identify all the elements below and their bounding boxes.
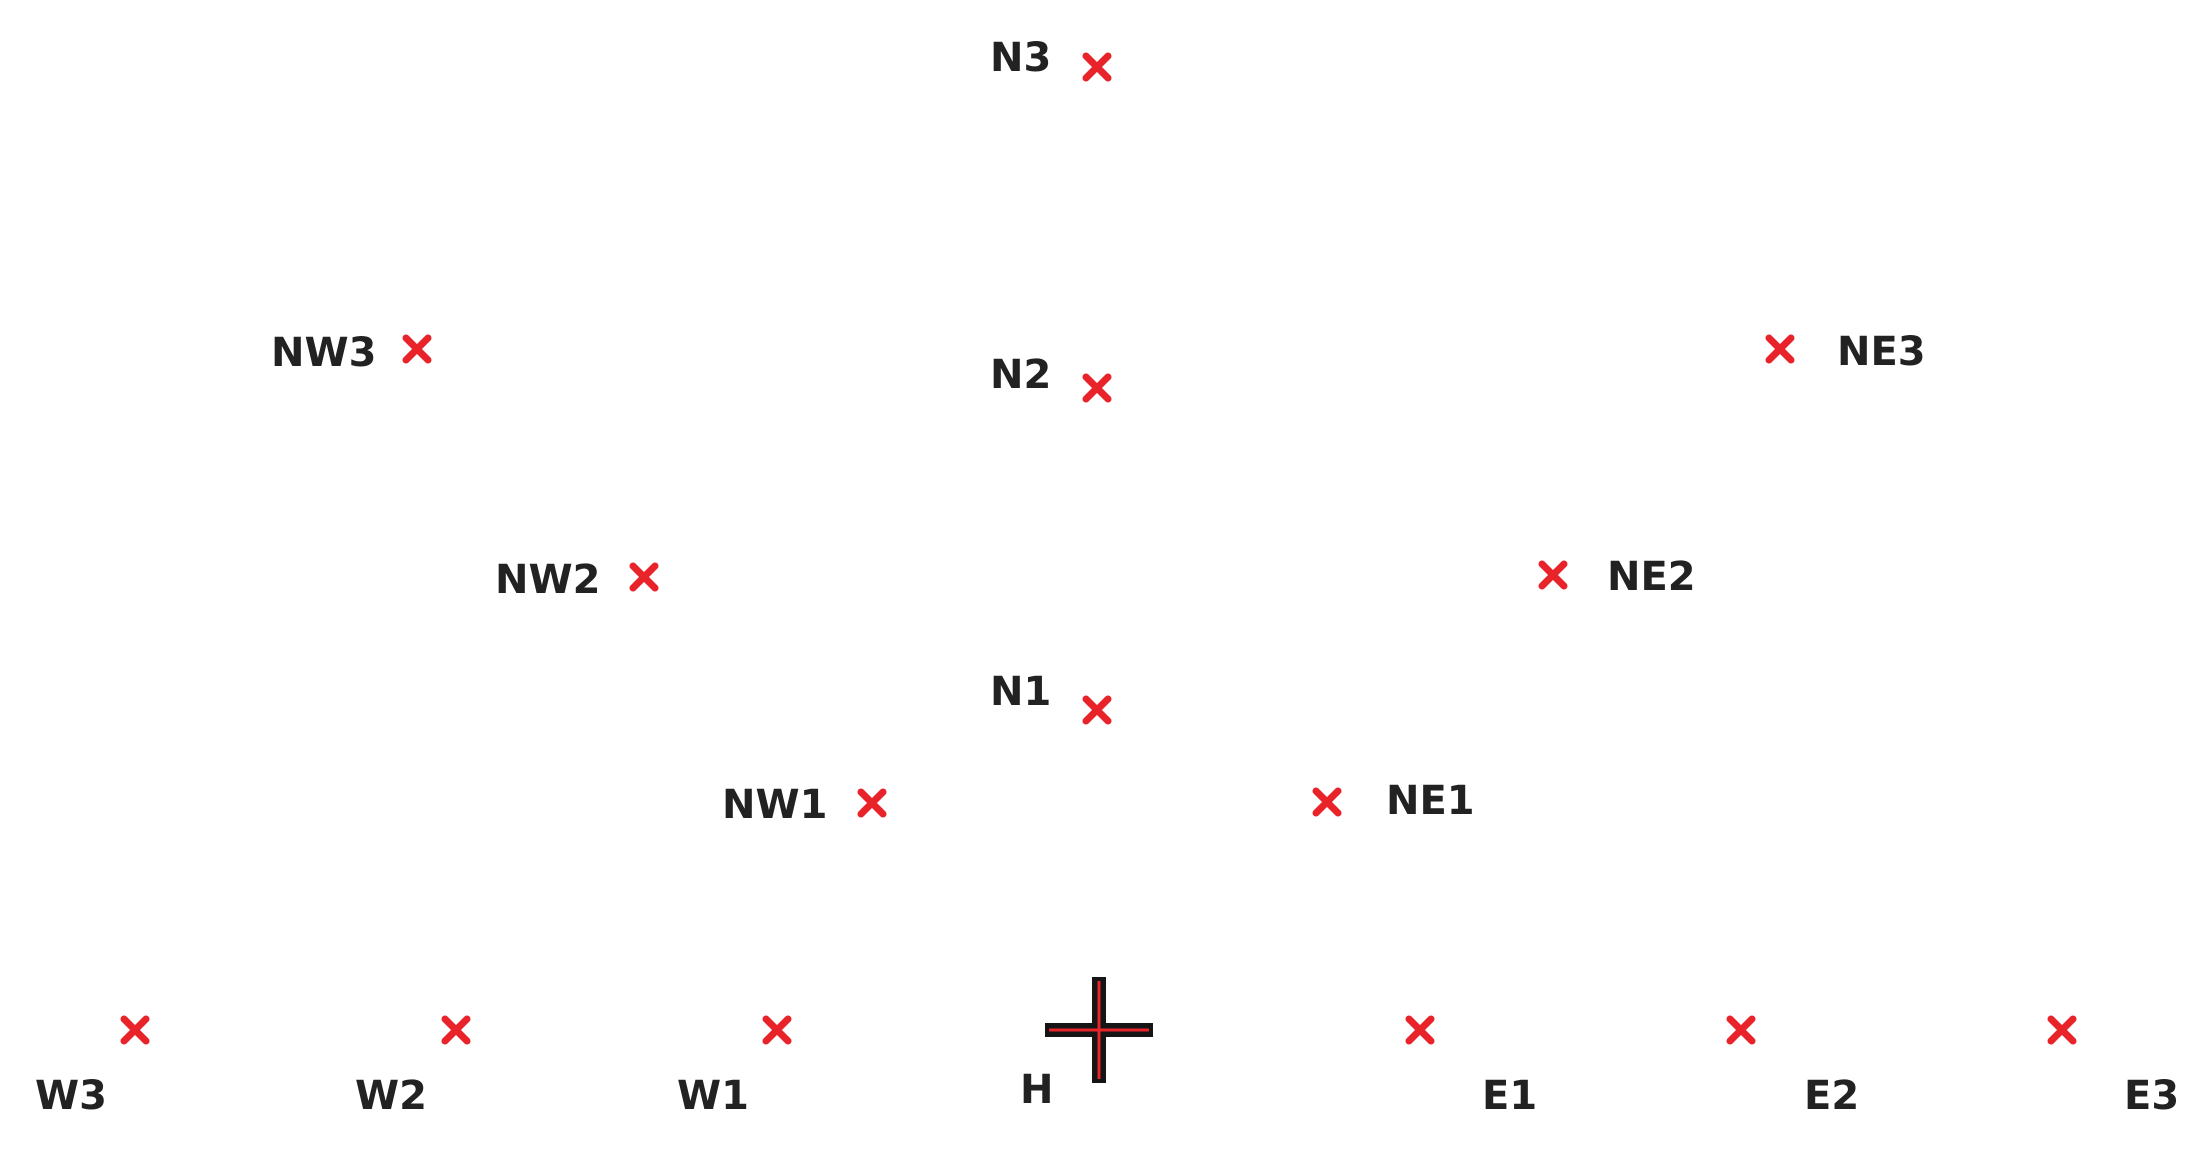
- label-n3: N3: [990, 35, 1052, 81]
- label-w1: W1: [677, 1073, 749, 1119]
- label-e1: E1: [1482, 1073, 1538, 1119]
- x-mark-icon: [760, 1013, 794, 1047]
- label-home: H: [1020, 1067, 1054, 1113]
- label-nw2: NW2: [495, 557, 601, 603]
- label-w2: W2: [355, 1073, 427, 1119]
- x-mark-icon: [1310, 785, 1344, 819]
- label-n2: N2: [990, 352, 1052, 398]
- x-mark-icon: [1763, 332, 1797, 366]
- label-e2: E2: [1804, 1073, 1860, 1119]
- label-nw3: NW3: [271, 330, 377, 376]
- x-mark-icon: [118, 1013, 152, 1047]
- label-ne2: NE2: [1607, 554, 1696, 600]
- x-mark-icon: [1724, 1013, 1758, 1047]
- x-mark-icon: [1403, 1013, 1437, 1047]
- x-mark-icon: [400, 332, 434, 366]
- x-mark-icon: [1080, 371, 1114, 405]
- x-mark-icon: [1080, 693, 1114, 727]
- x-mark-icon: [1536, 558, 1570, 592]
- x-mark-icon: [855, 786, 889, 820]
- label-e3: E3: [2124, 1073, 2180, 1119]
- x-mark-icon: [1080, 50, 1114, 84]
- label-ne3: NE3: [1837, 329, 1926, 375]
- cross-icon: [1045, 977, 1153, 1083]
- x-mark-icon: [439, 1013, 473, 1047]
- label-ne1: NE1: [1386, 778, 1475, 824]
- x-mark-icon: [2045, 1013, 2079, 1047]
- x-mark-icon: [627, 560, 661, 594]
- label-w3: W3: [35, 1073, 107, 1119]
- label-n1: N1: [990, 669, 1052, 715]
- label-nw1: NW1: [722, 782, 828, 828]
